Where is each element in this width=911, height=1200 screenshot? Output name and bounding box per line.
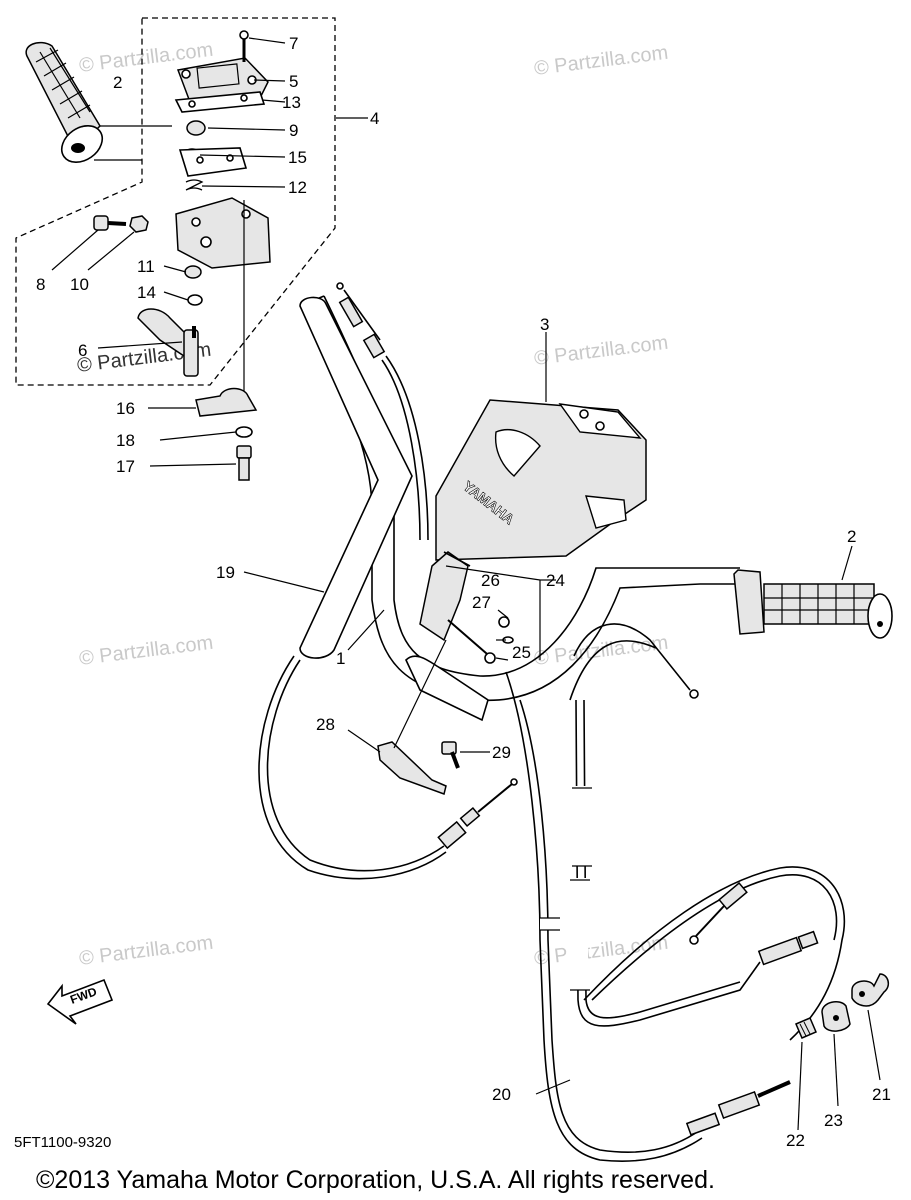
throttle-gasket — [174, 91, 266, 113]
cover-screw — [239, 30, 249, 62]
callout-19: 19 — [216, 563, 235, 582]
callout-14: 14 — [137, 283, 156, 302]
left-grip — [25, 41, 104, 163]
callout-2-right: 2 — [847, 527, 856, 546]
handlebar-cover: YAMAHA — [435, 399, 647, 561]
watermark-4: © Partzilla.com — [78, 632, 214, 670]
callout-29: 29 — [492, 743, 511, 762]
adjuster-23 — [821, 1001, 851, 1032]
assembly-outline — [15, 17, 336, 386]
spring-12 — [185, 179, 204, 191]
cable-break-markers — [540, 786, 592, 991]
diagram-code: 5FT1100-9320 — [14, 1134, 111, 1151]
throttle-lever — [137, 308, 199, 377]
nut-10 — [129, 215, 149, 233]
callout-10: 10 — [70, 275, 89, 294]
lever-bracket — [419, 551, 514, 664]
watermark-2: © Partzilla.com — [533, 42, 669, 80]
screw-8 — [93, 215, 127, 231]
callout-7: 7 — [289, 34, 298, 53]
callout-18: 18 — [116, 431, 135, 450]
bracket-28 — [377, 741, 447, 795]
throttle-cover — [176, 57, 269, 103]
callout-8: 8 — [36, 275, 45, 294]
leader-lines — [51, 37, 881, 1131]
callout-23: 23 — [824, 1111, 843, 1130]
callout-1: 1 — [336, 649, 345, 668]
callout-11: 11 — [137, 257, 155, 276]
left-cable — [258, 655, 518, 880]
callout-22: 22 — [786, 1131, 805, 1150]
brake-cable-20 — [505, 671, 791, 1162]
watermark-6: © Partzilla.com — [78, 932, 214, 970]
nut-11 — [184, 265, 202, 279]
callout-20: 20 — [492, 1085, 511, 1104]
brake-cable-right — [569, 623, 846, 1041]
copyright-text: ©2013 Yamaha Motor Corporation, U.S.A. A… — [36, 1166, 715, 1194]
callouts: 7 5 13 9 15 12 4 2 8 10 11 14 6 16 18 17… — [36, 34, 891, 1150]
bolt-29 — [441, 741, 460, 769]
nut-9 — [186, 120, 206, 136]
throttle-housing — [175, 197, 271, 269]
callout-3: 3 — [540, 315, 549, 334]
callout-27: 27 — [472, 593, 491, 612]
watermark-3: © Partzilla.com — [533, 332, 669, 370]
callout-13: 13 — [282, 93, 301, 112]
callout-25: 25 — [512, 643, 531, 662]
callout-15: 15 — [288, 148, 307, 167]
callout-12: 12 — [288, 178, 307, 197]
washer-18 — [235, 426, 253, 438]
callout-24: 24 — [546, 571, 565, 590]
throttle-cable — [336, 282, 429, 541]
clamp-16 — [195, 387, 258, 417]
callout-28: 28 — [316, 715, 335, 734]
callout-17: 17 — [116, 457, 135, 476]
callout-5: 5 — [289, 72, 298, 91]
forward-arrow: FWD — [46, 978, 114, 1025]
watermark-5: © Partzilla.com — [533, 632, 669, 670]
handlebar-pad — [299, 296, 489, 722]
callout-6: 6 — [78, 341, 87, 360]
right-grip — [733, 569, 893, 639]
washer-14 — [187, 294, 203, 306]
wing-nut-21 — [851, 973, 890, 1007]
throttle-lever-plate — [178, 147, 248, 177]
callout-4: 4 — [370, 109, 379, 128]
callout-2-left: 2 — [113, 73, 122, 92]
callout-9: 9 — [289, 121, 298, 140]
spring-22 — [795, 1017, 817, 1039]
callout-16: 16 — [116, 399, 135, 418]
watermark-7: © Partzilla.com — [533, 932, 669, 970]
callout-21: 21 — [872, 1085, 891, 1104]
bolt-17 — [236, 445, 252, 481]
callout-26: 26 — [481, 571, 500, 590]
